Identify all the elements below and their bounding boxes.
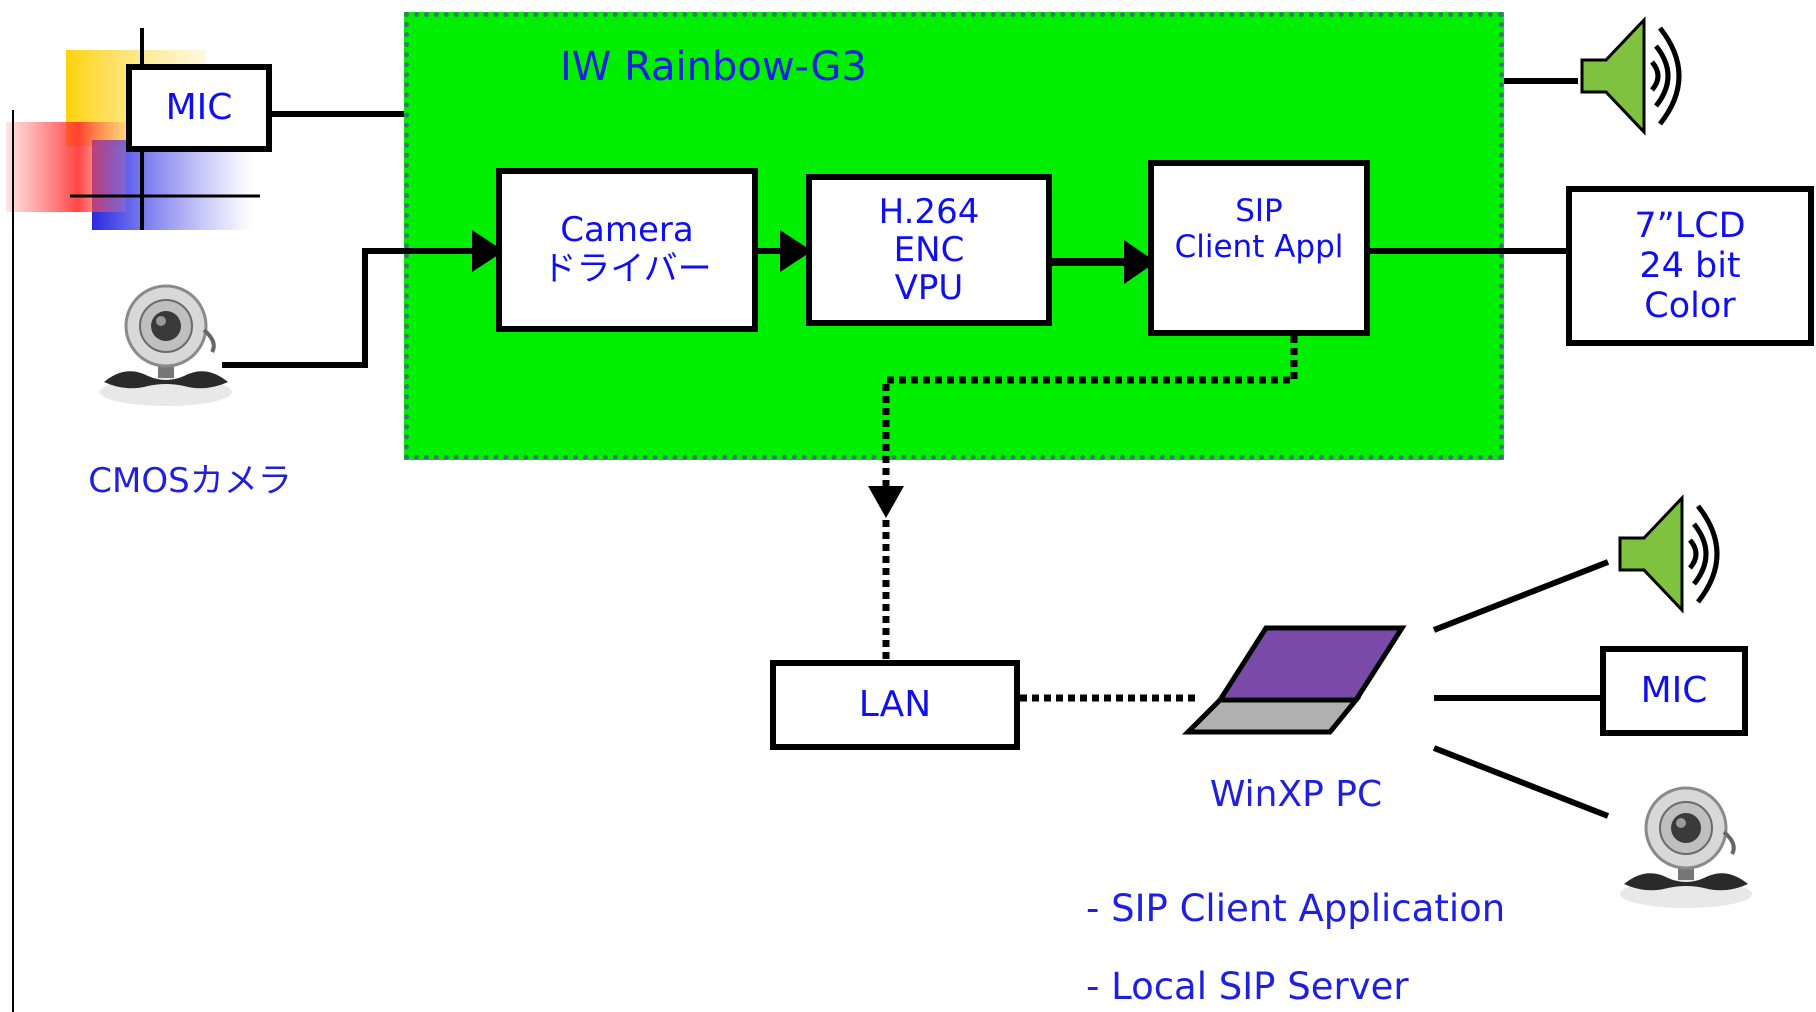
camera-driver-box: Camera ドライバー: [496, 168, 758, 332]
left-rule: [12, 110, 14, 1012]
sip-client-box: SIP Client Appl: [1148, 160, 1370, 336]
mic-right-box: MIC: [1600, 646, 1748, 736]
pc-label: WinXP PC: [1209, 774, 1383, 815]
laptop-icon: [1181, 625, 1407, 735]
camera-driver-label: Camera ドライバー: [542, 209, 712, 289]
encoder-label: H.264 ENC VPU: [878, 191, 980, 309]
mic-right-label: MIC: [1640, 670, 1708, 712]
board-title: IW Rainbow-G3: [560, 44, 867, 90]
mic-left-label: MIC: [165, 87, 233, 129]
webcam-icon: [100, 284, 232, 406]
lcd-box: 7”LCD 24 bit Color: [1566, 186, 1814, 346]
lan-box: LAN: [770, 660, 1020, 750]
speaker-icon: [1618, 494, 1720, 614]
cmos-camera-label: CMOSカメラ: [88, 461, 292, 501]
bullet-item: - SIP Client Application: [1086, 887, 1506, 930]
lcd-label: 7”LCD 24 bit Color: [1634, 205, 1746, 327]
sip-client-label: SIP Client Appl: [1174, 193, 1344, 265]
webcam-icon: [1620, 786, 1752, 908]
speaker-icon: [1580, 16, 1682, 136]
mic-left-box: MIC: [126, 64, 272, 152]
lan-label: LAN: [858, 684, 932, 726]
bullet-item: - Local SIP Server: [1086, 965, 1409, 1008]
encoder-box: H.264 ENC VPU: [806, 174, 1052, 326]
